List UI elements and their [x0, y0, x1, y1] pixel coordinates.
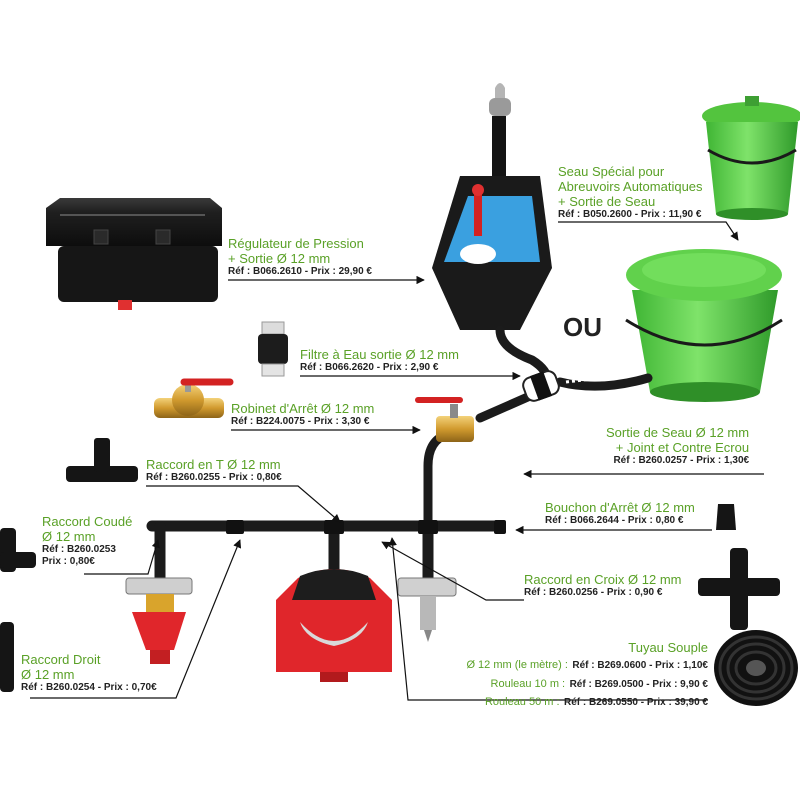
- elbow-fitting-icon: [0, 528, 36, 572]
- or-label: OU: [563, 312, 602, 342]
- label-raccord-droit: Raccord Droit Ø 12 mm Réf : B260.0254 - …: [21, 652, 157, 694]
- leader-lines: [30, 221, 764, 701]
- pressure-regulator-icon: [46, 198, 222, 310]
- label-robinet: Robinet d'Arrêt Ø 12 mm Réf : B224.0075 …: [231, 401, 375, 428]
- tuyau-row-1: Ø 12 mm (le mètre) : Réf : B269.0600 - P…: [466, 659, 708, 672]
- filter-inline-icon: [522, 370, 560, 402]
- straight-fitting-icon: [0, 622, 14, 692]
- label-raccord-coude: Raccord Coudé Ø 12 mm Réf : B260.0253 Pr…: [42, 514, 133, 567]
- bucket-large-icon: [625, 249, 783, 402]
- flexible-hose-roll-icon: [714, 630, 798, 706]
- label-tuyau: Tuyau Souple Ø 12 mm (le mètre) : Réf : …: [438, 640, 708, 711]
- water-tank-icon: [432, 83, 552, 330]
- water-filter-icon: [258, 321, 288, 377]
- label-raccord-t: Raccord en T Ø 12 mm Réf : B260.0255 - P…: [146, 457, 282, 484]
- label-seau: Seau Spécial pour Abreuvoirs Automatique…: [558, 164, 703, 221]
- label-raccord-croix: Raccord en Croix Ø 12 mm Réf : B260.0256…: [524, 572, 682, 599]
- cup-drinker-icon: [276, 569, 392, 682]
- tuyau-row-3: Rouleau 50 m : Réf : B269.0550 - Prix : …: [484, 696, 708, 709]
- label-filtre: Filtre à Eau sortie Ø 12 mm Réf : B066.2…: [300, 347, 459, 374]
- tee-fitting-icon: [66, 438, 138, 482]
- label-sortie-seau: Sortie de Seau Ø 12 mm + Joint et Contre…: [606, 425, 750, 467]
- brass-valve-icon: [154, 378, 234, 418]
- stop-plug-icon: [716, 504, 736, 530]
- bucket-small-icon: [702, 96, 800, 220]
- pipe-fittings: [226, 520, 506, 534]
- cross-fitting-icon: [698, 548, 780, 630]
- bracket-drinker-icon: [397, 577, 457, 642]
- tuyau-row-2: Rouleau 10 m : Réf : B269.0500 - Prix : …: [490, 677, 708, 690]
- label-regulateur: Régulateur de Pression + Sortie Ø 12 mm …: [228, 236, 372, 278]
- label-bouchon: Bouchon d'Arrêt Ø 12 mm Réf : B066.2644 …: [545, 500, 695, 527]
- nipple-drinker-icon: [125, 577, 193, 664]
- inline-valve-icon: [415, 397, 474, 442]
